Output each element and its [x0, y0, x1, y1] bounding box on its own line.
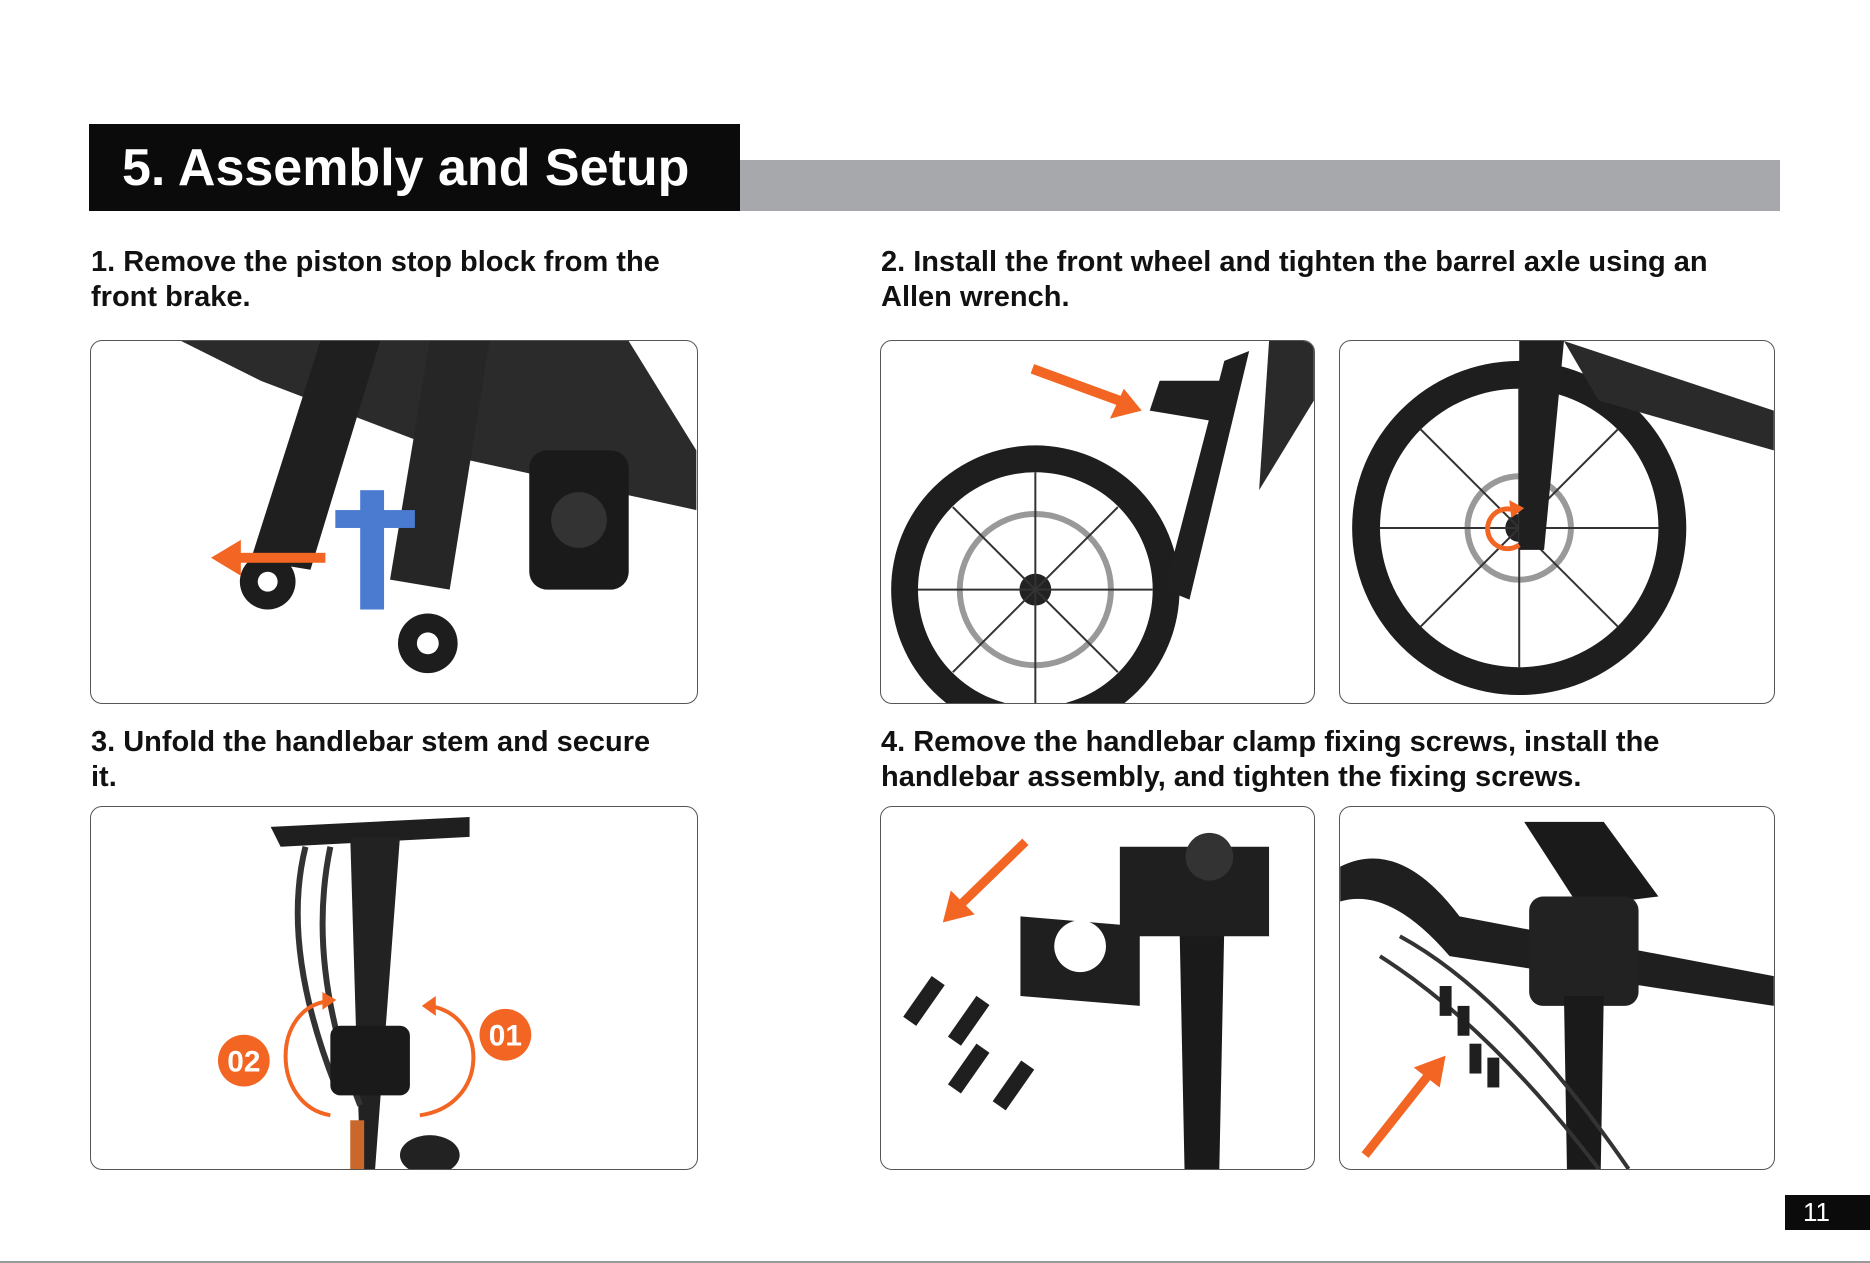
step-2-text: 2. Install the front wheel and tighten t… — [881, 246, 1708, 313]
rotate-left-arrow-icon — [283, 991, 337, 1118]
display-icon — [1524, 821, 1659, 907]
stem-post-icon — [1119, 832, 1270, 1169]
installed-wheel-icon — [1352, 360, 1687, 696]
page-bottom-rule — [0, 1261, 1870, 1263]
section-header-bar — [89, 124, 740, 211]
svg-text:01: 01 — [489, 1020, 522, 1053]
badge-02: 02 — [217, 1034, 270, 1087]
step-2-wheel-illustration — [880, 340, 1315, 704]
step-4-clamp-illustration — [880, 806, 1315, 1170]
page-number: 11 — [1785, 1195, 1870, 1230]
front-wheel-icon — [891, 445, 1180, 703]
arrow-left-icon — [211, 539, 326, 576]
rotate-arrow-icon — [1485, 500, 1525, 552]
piston-stop-block-icon — [335, 490, 415, 610]
step-3-illustration: 01 02 — [90, 806, 698, 1170]
section-title: 5. Assembly and Setup — [122, 139, 690, 197]
step-4-handlebar-illustration — [1339, 806, 1775, 1170]
arrow-right-icon — [1030, 364, 1142, 419]
rotate-right-arrow-icon — [419, 995, 476, 1118]
clamp-icon — [1020, 916, 1140, 1006]
svg-text:02: 02 — [227, 1046, 260, 1079]
step-1-illustration — [90, 340, 698, 704]
handlebar-icon — [1340, 858, 1774, 1169]
step-1-text: 1. Remove the piston stop block from the… — [91, 246, 660, 313]
screw-icon — [1439, 986, 1500, 1088]
step-4-text: 4. Remove the handlebar clamp fixing scr… — [881, 726, 1660, 793]
step-3-text: 3. Unfold the handlebar stem and secure … — [91, 726, 651, 793]
arrow-up-right-icon — [1361, 1055, 1446, 1158]
badge-01: 01 — [479, 1008, 532, 1061]
screw-icon — [903, 975, 1035, 1111]
step-2-axle-illustration — [1339, 340, 1775, 704]
arrow-down-left-icon — [942, 838, 1029, 923]
section-header-rule — [740, 160, 1780, 211]
